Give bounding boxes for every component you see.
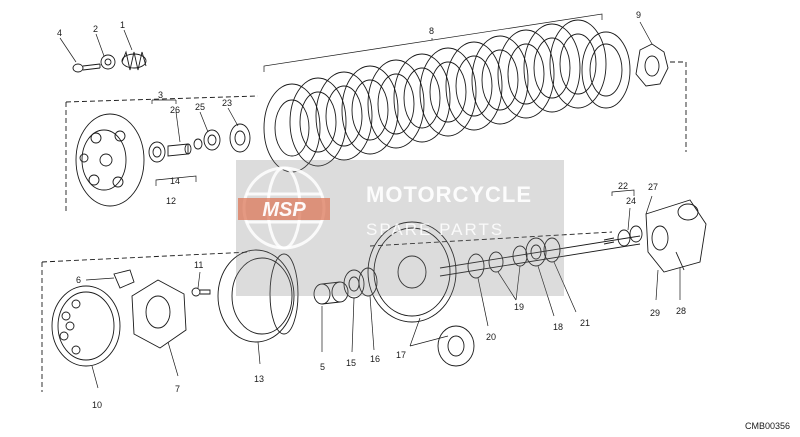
watermark-brand: MOTORCYCLE [366,182,533,207]
callout-12: 12 [166,196,176,206]
callout-14: 14 [170,176,180,186]
callout-21: 21 [580,318,590,328]
callout-4: 4 [57,28,62,38]
watermark-subtitle: SPARE PARTS [366,220,505,239]
callout-8: 8 [429,26,434,36]
part-bearing-14 [148,141,166,163]
callout-26: 26 [170,105,180,115]
callout-labels: 4 2 1 3 26 25 23 8 9 14 12 6 10 7 11 13 … [57,10,686,410]
callout-28: 28 [676,306,686,316]
part-small-gear-17 [437,325,475,367]
callout-11: 11 [194,260,203,270]
part-hub-10 [51,285,121,367]
part-pushrod-26 [167,143,192,157]
part-pressure-plate [75,113,145,207]
callout-6: 6 [76,275,81,285]
callout-20: 20 [486,332,496,342]
part-clutch-basket-13 [217,249,299,343]
callout-3: 3 [158,90,163,100]
part-ring-23 [229,123,251,153]
leader-lines [59,13,681,389]
callout-18: 18 [553,322,563,332]
part-slave-cylinder-29 [645,199,707,273]
assembly-outline-lower [41,231,613,392]
part-pin-22 [603,237,615,245]
part-screw-4 [72,63,101,73]
callout-10: 10 [92,400,102,410]
logo-text: MSP [262,199,306,221]
part-lock-washer-9 [635,43,669,87]
callout-17: 17 [396,350,406,360]
callout-7: 7 [175,384,180,394]
part-bearing-18 [525,237,547,267]
assembly-outline-upper [65,61,687,212]
callout-1: 1 [120,20,125,30]
part-washer-2 [100,54,116,70]
part-bolt-11 [191,287,211,297]
part-oring-3 [193,138,203,150]
callout-5: 5 [320,362,325,372]
callout-24: 24 [626,196,636,206]
callout-27: 27 [648,182,658,192]
globe-logo-icon: MSP [238,166,330,250]
part-seal-24 [617,225,643,247]
diagram-reference-code: CMB00356 [744,421,790,431]
part-bearing-20 [467,253,485,279]
part-ring-21 [543,237,561,263]
callout-29: 29 [650,308,660,318]
part-gear-17 [367,221,457,323]
callout-13: 13 [254,374,264,384]
callout-22: 22 [618,181,628,191]
part-shaft [439,235,641,277]
callout-15: 15 [346,358,356,368]
part-spacer-5 [313,281,349,305]
watermark: MSP MOTORCYCLE SPARE PARTS [236,160,564,296]
part-spring-1 [121,50,147,71]
part-bushing-25 [203,129,221,151]
callout-19: 19 [514,302,524,312]
callout-16: 16 [370,354,380,364]
part-carrier-7 [131,279,187,349]
callout-9: 9 [636,10,641,20]
part-damper-6 [113,269,135,289]
part-bolt-28 [675,251,685,271]
callout-2: 2 [93,24,98,34]
part-clutch-disc-stack-8 [263,19,631,173]
callout-25: 25 [195,102,205,112]
callout-23: 23 [222,98,232,108]
